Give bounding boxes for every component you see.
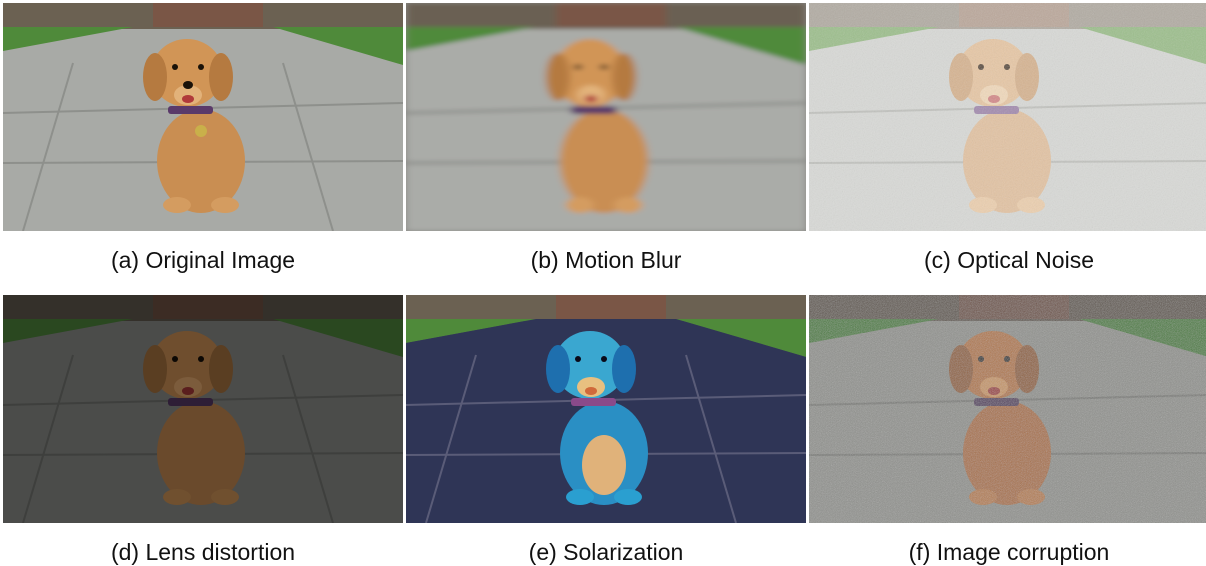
panel-solarization: (e) Solarization bbox=[406, 295, 806, 565]
puppy-photo-image-corruption bbox=[809, 295, 1206, 523]
motion-blur-image bbox=[406, 3, 806, 231]
puppy-photo-solarization bbox=[406, 295, 806, 523]
puppy-photo-lens-distortion bbox=[3, 295, 403, 523]
puppy-photo-optical-noise bbox=[809, 3, 1206, 231]
panel-original: (a) Original Image bbox=[3, 3, 403, 273]
original-image bbox=[3, 3, 403, 231]
panel-image-corruption: (f) Image corruption bbox=[809, 295, 1206, 565]
optical-noise-image bbox=[809, 3, 1206, 231]
panel-lens-distortion: (d) Lens distortion bbox=[3, 295, 403, 565]
caption-original: (a) Original Image bbox=[110, 247, 296, 273]
panel-motion-blur: (b) Motion Blur bbox=[406, 3, 806, 273]
solarization-image bbox=[406, 295, 806, 523]
puppy-photo-original bbox=[3, 3, 403, 231]
panel-optical-noise: (c) Optical Noise bbox=[809, 3, 1206, 273]
caption-motion-blur: (b) Motion Blur bbox=[530, 247, 682, 273]
caption-optical-noise: (c) Optical Noise bbox=[924, 247, 1094, 273]
image-corruption-image bbox=[809, 295, 1206, 523]
lens-distortion-image bbox=[3, 295, 403, 523]
puppy bbox=[143, 39, 245, 213]
caption-lens-distortion: (d) Lens distortion bbox=[110, 539, 296, 565]
caption-image-corruption: (f) Image corruption bbox=[908, 539, 1110, 565]
puppy-photo-motion-blur bbox=[406, 3, 806, 231]
caption-solarization: (e) Solarization bbox=[528, 539, 684, 565]
